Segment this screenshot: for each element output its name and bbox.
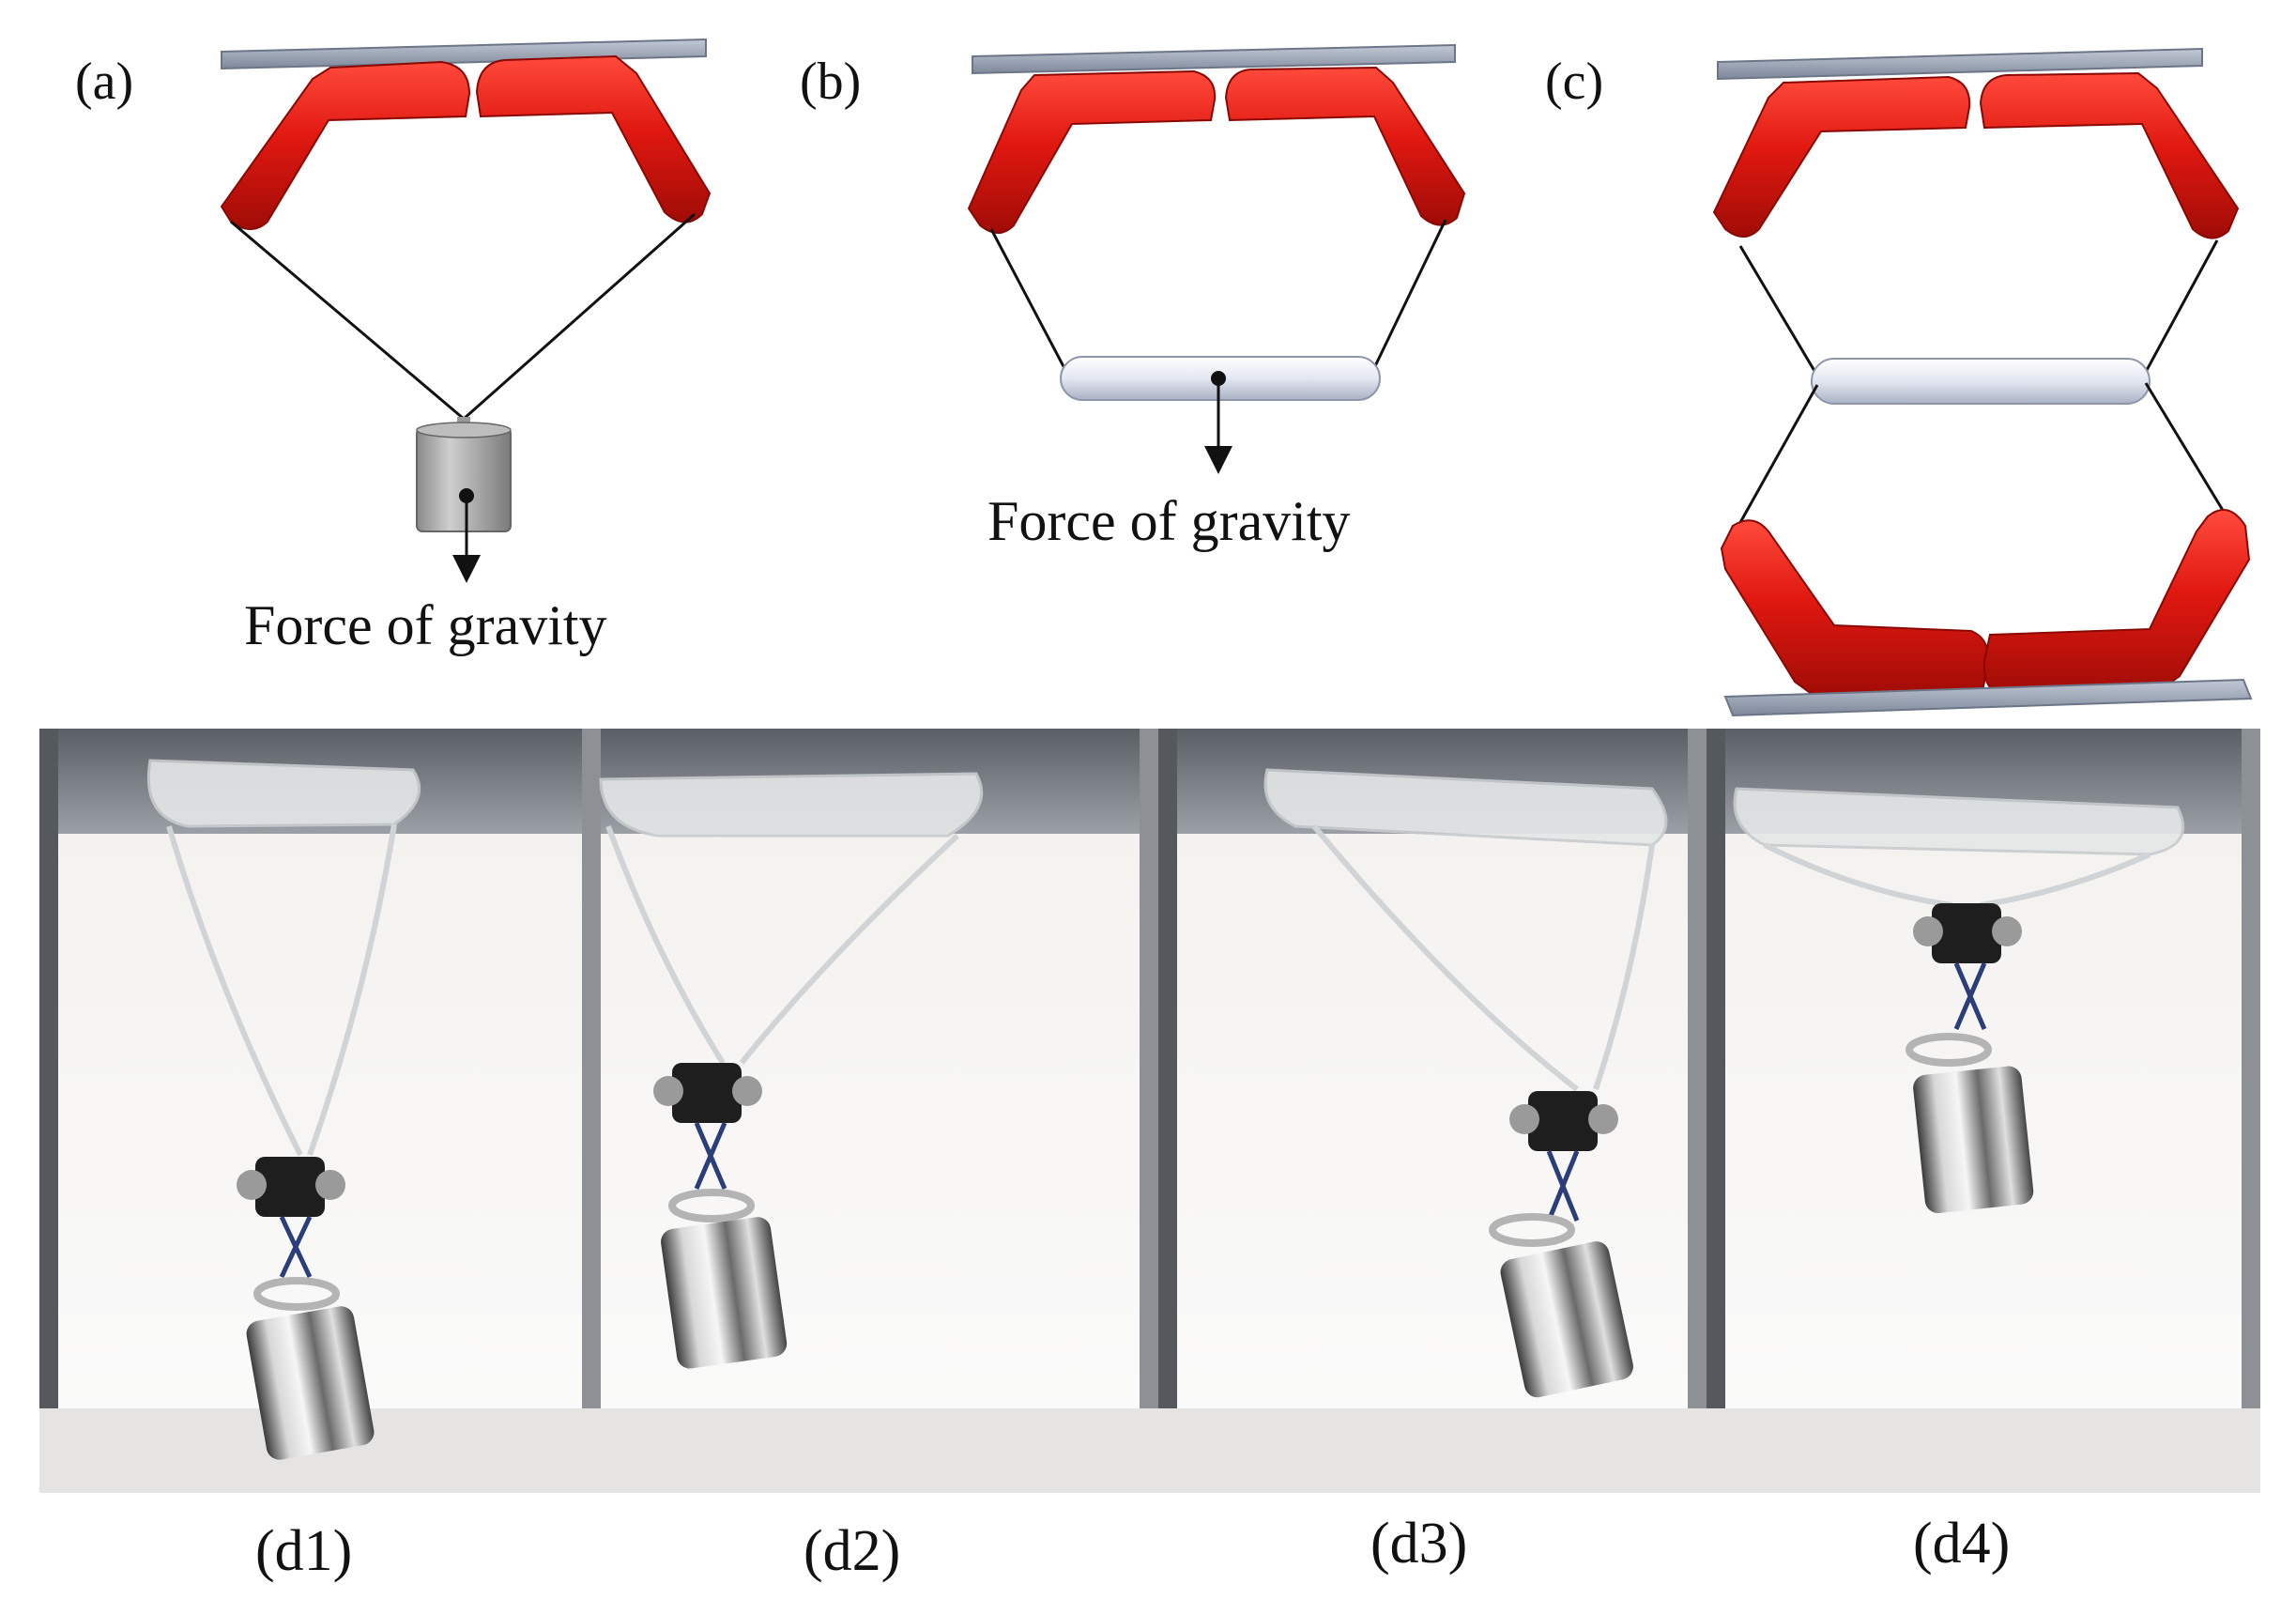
left-tendon <box>230 220 465 421</box>
top-plate <box>221 38 707 70</box>
connector-photo <box>1932 903 2001 963</box>
tendon-photo <box>1311 824 1655 1092</box>
panel-a-caption: Force of gravity <box>244 594 607 656</box>
left-actuator <box>967 69 1217 234</box>
tendon-photo <box>605 824 960 1065</box>
panel-c: (c) <box>1545 47 2253 717</box>
photo-d1 <box>39 729 601 1493</box>
left-actuator <box>220 60 471 230</box>
photo-d3 <box>1158 729 1707 1493</box>
photo-d2 <box>599 729 1158 1493</box>
lower-left-tendon <box>1737 384 1819 527</box>
panel-b-label: (b) <box>800 53 861 111</box>
connector-photo <box>1528 1091 1598 1151</box>
photo-d4-label: (d4) <box>1913 1512 2010 1576</box>
connector-photo <box>255 1157 325 1217</box>
tendon-photo <box>1763 842 2151 908</box>
right-actuator <box>475 54 712 223</box>
photo-d1-label: (d1) <box>255 1519 352 1583</box>
connector-photo <box>672 1063 742 1123</box>
panel-a-label: (a) <box>75 53 133 111</box>
photo-d4 <box>1707 729 2260 1493</box>
tendon-photo <box>166 823 397 1157</box>
bottom-plate <box>1723 678 2253 717</box>
bottom-right-actuator <box>1982 508 2251 697</box>
left-tendon <box>989 228 1068 373</box>
bottom-left-actuator <box>1720 519 1990 699</box>
panel-b-caption: Force of gravity <box>987 490 1351 552</box>
right-tendon <box>1372 219 1447 369</box>
panel-b: (b) Force of gravity <box>800 43 1466 552</box>
top-plate <box>1717 47 2203 81</box>
photo-strip: (d1) (d2) (d3) (d4) <box>39 729 2260 1583</box>
weight <box>416 427 512 532</box>
top-right-actuator <box>1979 71 2240 239</box>
top-left-actuator <box>1712 75 1971 238</box>
steel-weight-photo <box>661 1217 788 1369</box>
steel-weight-photo <box>1500 1241 1633 1398</box>
lower-right-tendon <box>2144 382 2228 517</box>
photo-d2-label: (d2) <box>804 1519 900 1583</box>
steel-weight-photo <box>1913 1066 2034 1214</box>
steel-weight-photo <box>246 1306 375 1460</box>
soft-actuator-photo <box>1733 787 2185 856</box>
panel-a: (a) Force of gravity <box>75 38 712 656</box>
panel-c-label: (c) <box>1545 53 1603 111</box>
right-actuator <box>1224 66 1466 226</box>
top-plate <box>972 43 1456 75</box>
photo-d3-label: (d3) <box>1370 1512 1467 1576</box>
upper-right-tendon <box>2144 239 2219 373</box>
right-tendon <box>463 212 696 421</box>
soft-actuator-photo <box>146 759 421 828</box>
upper-left-tendon <box>1738 245 1819 377</box>
soft-actuator-photo <box>599 772 984 838</box>
rod <box>1811 358 2151 405</box>
